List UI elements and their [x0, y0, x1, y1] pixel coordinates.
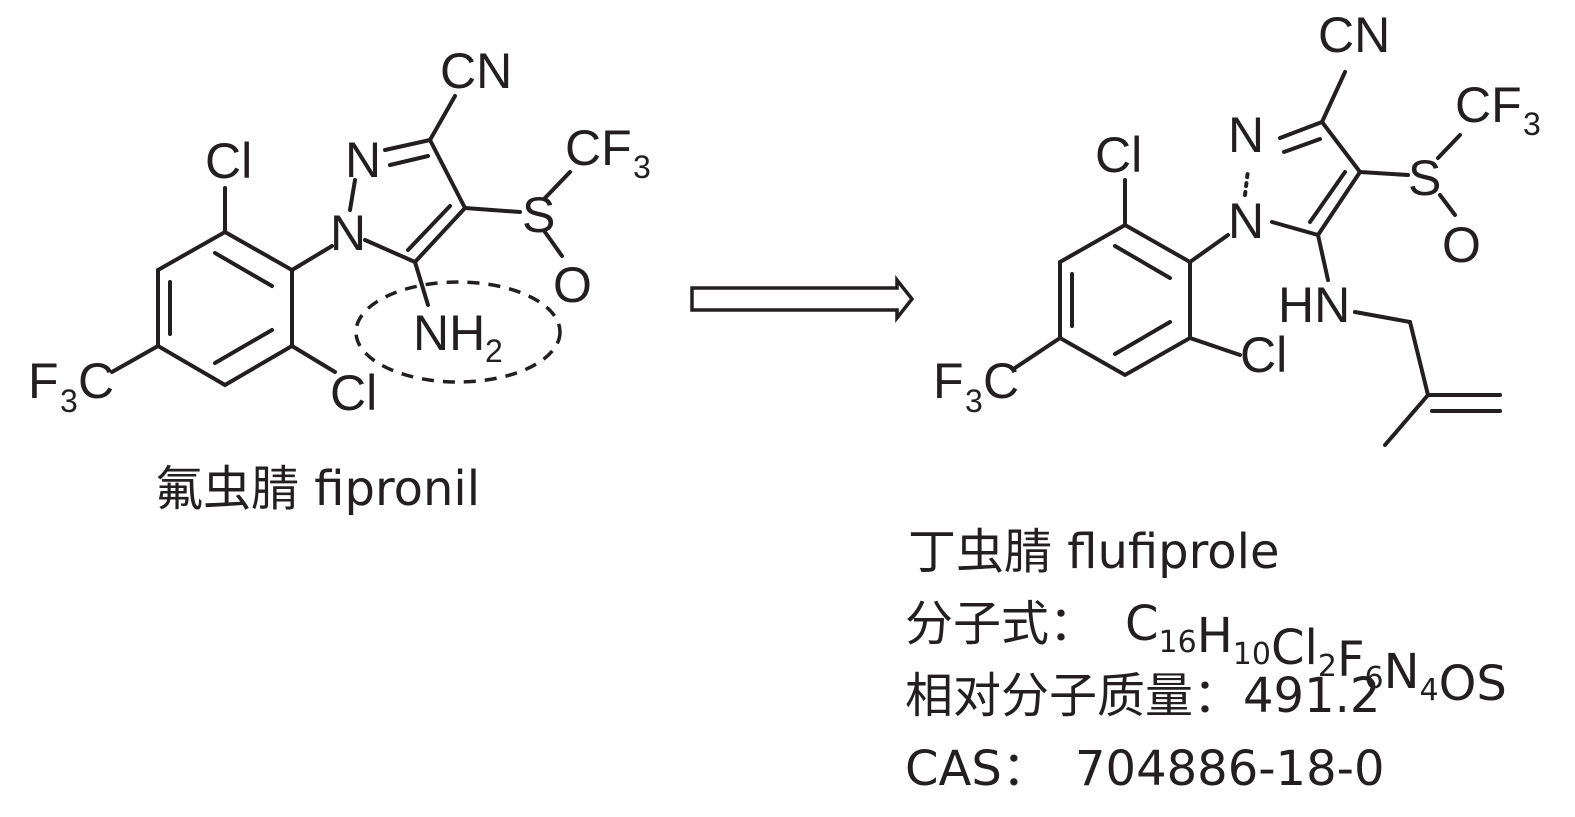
bond-c4-s — [463, 206, 522, 214]
bond-cl-bottom — [290, 344, 337, 374]
fipronil-structure: CN N N Cl Cl F 3 C S O CF 3 NH 2 — [28, 43, 651, 421]
atom-cl-top: Cl — [205, 133, 252, 189]
benzene-double-bond — [1113, 320, 1172, 356]
atom-cf3-left-c: C — [78, 353, 114, 409]
atom-n1: N — [330, 205, 366, 261]
formula-element: Cl — [1271, 620, 1318, 676]
atom-cf3-right-sub: 3 — [633, 149, 651, 185]
atom-o: O — [553, 257, 592, 313]
formula-subscript: 4 — [1420, 673, 1439, 708]
atom-cf3-left-f: F — [28, 353, 59, 409]
bond-c5-nh — [1316, 233, 1330, 282]
benzene-ring — [156, 229, 294, 388]
benzene-double-bond — [213, 328, 274, 365]
formula-subscript: 6 — [1365, 661, 1384, 696]
bond-n-c3-double — [1282, 137, 1322, 154]
formula-subscript: 16 — [1159, 625, 1197, 660]
amino-highlight-ellipse — [354, 280, 562, 384]
atom-cf3-right-sub: 3 — [1523, 106, 1541, 142]
bond-cf3 — [1013, 336, 1062, 370]
bond-ch2-c — [1408, 320, 1430, 397]
bond-c3-cn — [428, 94, 457, 142]
flufiprole-name: 丁虫腈 flufiprole — [908, 524, 1280, 580]
fipronil-name: 氟虫腈 fipronil — [155, 461, 480, 517]
molecular-mass: 491.2 — [1243, 668, 1380, 724]
mass-label: 相对分子质量： — [905, 668, 1241, 724]
benzene-ring — [1058, 222, 1192, 378]
bond-n-c3 — [383, 138, 432, 152]
cas-line: CAS： 704886-18-0 — [905, 741, 1385, 797]
bond-c4-c5-double — [1308, 170, 1347, 224]
bond-c4-c5-double — [406, 204, 452, 252]
bond-s-o — [1438, 193, 1457, 217]
bond-c3-c4 — [1320, 120, 1362, 174]
bond-ring-n — [290, 244, 334, 272]
benzene-double-bond — [1113, 244, 1172, 280]
atom-s: S — [522, 187, 555, 243]
atom-cf3-right: CF — [1455, 77, 1522, 133]
bond-cl-bottom — [1188, 336, 1242, 357]
atom-n2: N — [1228, 107, 1264, 163]
bond-c4-c5 — [413, 206, 467, 264]
formula-label: 分子式： — [905, 596, 1097, 652]
atom-cl-top: Cl — [1095, 127, 1142, 183]
atom-nh2: NH — [413, 305, 485, 361]
bond-nh-ch2 — [1353, 310, 1412, 324]
bond-s-cf3 — [543, 170, 572, 200]
bond-n-c3-double — [388, 154, 430, 167]
formula-subscript: 10 — [1233, 637, 1271, 672]
bond-c-ch3 — [1383, 393, 1430, 447]
reaction-arrow — [690, 274, 915, 324]
bond-c4-s — [1358, 170, 1410, 177]
atom-cf3-left-f: F — [933, 353, 964, 409]
atom-n2: N — [345, 132, 381, 188]
bond-cf3 — [110, 344, 160, 374]
atom-cf3-left-sub: 3 — [965, 383, 983, 419]
bond-n-n — [1243, 168, 1250, 197]
atom-cn: CN — [440, 43, 512, 99]
formula-line: 分子式： C16H10Cl2F6N4OS — [905, 596, 1507, 712]
atom-cf3-right: CF — [565, 120, 632, 176]
bond-c5-n1 — [363, 238, 417, 264]
atom-s: S — [1408, 150, 1441, 206]
atom-hn: HN — [1278, 277, 1350, 333]
formula-element: OS — [1439, 656, 1507, 712]
bond-c3-cn — [1320, 70, 1347, 124]
mass-line: 相对分子质量： 491.2 — [905, 668, 1380, 724]
formula-element: C — [1125, 596, 1159, 652]
cas-number: 704886-18-0 — [1075, 741, 1385, 797]
formula-element: F — [1337, 632, 1365, 688]
bond-n-n — [348, 178, 357, 212]
atom-cf3-left-sub: 3 — [60, 383, 78, 419]
atom-nh2-sub: 2 — [485, 333, 503, 369]
bond-c5-nh2 — [413, 260, 430, 307]
molecular-formula: C16H10Cl2F6N4OS — [1125, 596, 1507, 712]
atom-n1: N — [1228, 193, 1264, 249]
atom-cn: CN — [1318, 7, 1390, 63]
flufiprole-structure: CN N N Cl Cl F 3 C S O CF 3 HN — [933, 7, 1541, 447]
bond-ring-n — [1188, 233, 1230, 264]
cas-label: CAS： — [905, 741, 1050, 797]
bond-s-cf3 — [1436, 133, 1462, 160]
formula-subscript: 2 — [1318, 649, 1337, 684]
bond-c5-n1 — [1270, 220, 1320, 237]
bond-c4-c5 — [1316, 170, 1362, 237]
bond-c3-c4 — [428, 138, 467, 210]
formula-element: N — [1384, 644, 1420, 700]
atom-o: O — [1442, 217, 1481, 273]
bond-n-c3 — [1278, 120, 1324, 140]
bond-s-o — [543, 230, 564, 258]
atom-cl-bottom: Cl — [330, 365, 377, 421]
benzene-double-bond — [213, 251, 274, 288]
atom-cl-bottom: Cl — [1240, 327, 1287, 383]
atom-cf3-left-c: C — [983, 353, 1019, 409]
formula-element: H — [1197, 608, 1233, 664]
